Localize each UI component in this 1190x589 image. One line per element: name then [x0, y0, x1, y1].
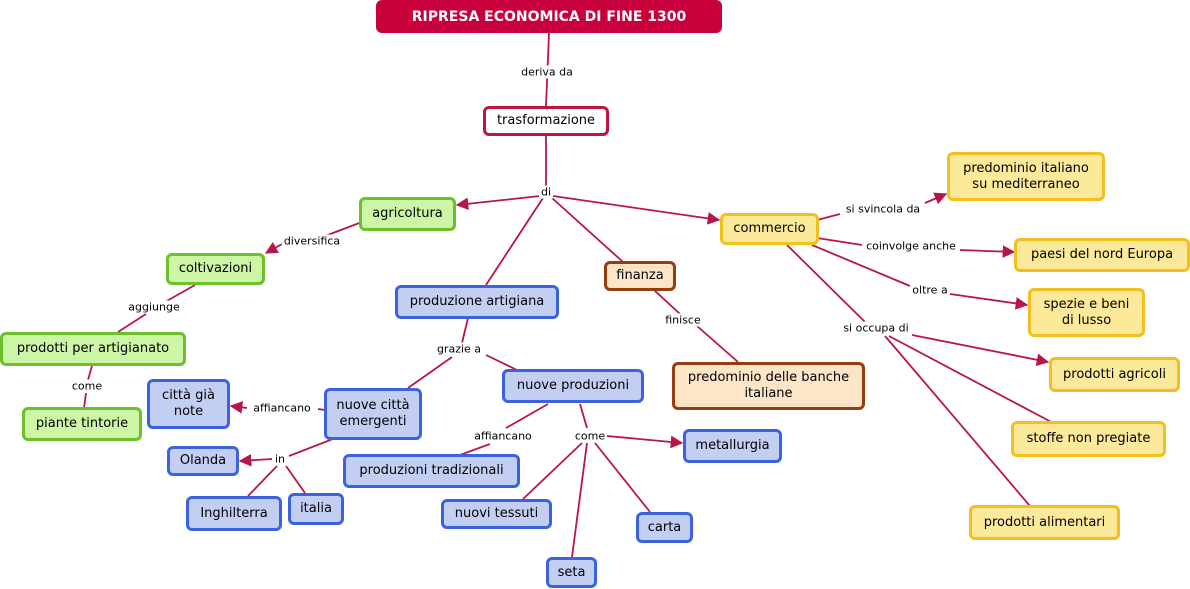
node-produzioni-tradizionali[interactable]: produzioni tradizionali: [343, 454, 520, 488]
label-si-svincola-da: si svincola da: [843, 202, 923, 216]
link-in-italia: [285, 465, 306, 494]
link-nuove-citta-affiancano: [317, 408, 326, 411]
node-trasformazione[interactable]: trasformazione: [483, 106, 609, 136]
link-svincola-predominio: [924, 192, 948, 205]
node-citta-gia-note[interactable]: città già note: [147, 379, 230, 429]
label-oltre-a: oltre a: [910, 283, 950, 297]
link-commercio-coinvolge: [816, 237, 863, 246]
link-affiancano-tradizionali: [459, 443, 491, 456]
node-olanda[interactable]: Olanda: [167, 446, 239, 476]
link-come-metallurgia: [606, 435, 684, 449]
link-nuove-produzioni-affiancano: [505, 403, 549, 429]
link-commercio-oltre: [811, 244, 911, 287]
node-agricoltura[interactable]: agricoltura: [359, 197, 456, 231]
node-inghilterra[interactable]: Inghilterra: [186, 496, 282, 531]
label-affiancano-2: affiancano: [472, 429, 534, 443]
label-si-occupa-di: si occupa di: [841, 321, 911, 335]
link-aggiunge-prodotti: [117, 313, 147, 333]
link-affiancano-citta-note: [229, 401, 248, 414]
label-diversifica: diversifica: [281, 234, 343, 248]
node-prodotti-alimentari[interactable]: prodotti alimentari: [969, 505, 1120, 540]
node-carta[interactable]: carta: [636, 512, 693, 543]
label-deriva-da: deriva da: [519, 65, 575, 79]
link-nuove-produzioni-come: [579, 403, 588, 429]
link-produzione-grazie: [461, 317, 469, 344]
link-diversifica-coltivazioni: [264, 241, 283, 254]
node-italia[interactable]: italia: [288, 493, 344, 525]
node-coltivazioni[interactable]: coltivazioni: [166, 253, 265, 285]
node-metallurgia[interactable]: metallurgia: [683, 429, 782, 463]
label-aggiunge: aggiunge: [126, 300, 182, 314]
label-finisce: finisce: [663, 313, 703, 327]
link-in-inghilterra: [247, 465, 278, 497]
label-come-1: come: [69, 379, 105, 393]
node-commercio[interactable]: commercio: [720, 213, 819, 245]
link-finanza-finisce: [653, 289, 681, 315]
label-grazie-a: grazie a: [434, 342, 484, 356]
node-prodotti-agricoli[interactable]: prodotti agricoli: [1049, 357, 1180, 392]
node-ripresa-economica[interactable]: RIPRESA ECONOMICA DI FINE 1300: [376, 0, 722, 33]
link-di-finanza: [551, 197, 624, 263]
link-coltivazioni-aggiunge: [164, 284, 196, 303]
link-nuove-citta-in: [288, 436, 339, 457]
label-di: di: [538, 185, 554, 199]
node-finanza[interactable]: finanza: [604, 261, 676, 291]
node-seta[interactable]: seta: [546, 557, 597, 588]
link-coinvolge-paesi: [959, 245, 1016, 258]
link-come-tessuti: [522, 442, 583, 500]
link-finisce-banche: [696, 325, 739, 363]
node-produzione-artigiana[interactable]: produzione artigiana: [395, 285, 559, 319]
link-come-piante: [83, 392, 87, 409]
link-prodotti-come: [87, 365, 93, 381]
node-predominio-banche[interactable]: predominio delle banche italiane: [672, 362, 865, 410]
node-piante-tintorie[interactable]: piante tintorie: [22, 407, 142, 441]
node-nuovi-tessuti[interactable]: nuovi tessuti: [441, 499, 552, 529]
link-come-carta: [594, 442, 651, 513]
link-grazie-nuove-citta: [407, 356, 453, 389]
node-predominio-italiano[interactable]: predominio italiano su mediterraneo: [947, 152, 1105, 201]
link-oltre-spezie: [949, 293, 1029, 310]
node-prodotti-artigianato[interactable]: prodotti per artigianato: [0, 332, 186, 366]
label-coinvolge-anche: coinvolge anche: [864, 239, 958, 253]
node-nuove-citta-emergenti[interactable]: nuove città emergenti: [324, 388, 422, 440]
label-come-2: come: [572, 429, 608, 443]
link-occupa-stoffe: [888, 335, 1056, 425]
link-agricoltura-diversifica: [324, 221, 363, 237]
link-di-produzione: [485, 197, 544, 286]
node-nuove-produzioni[interactable]: nuove produzioni: [502, 369, 644, 403]
node-paesi-nord-europa[interactable]: paesi del nord Europa: [1014, 238, 1190, 272]
link-come-seta: [571, 442, 588, 558]
link-di-commercio: [552, 195, 721, 225]
link-in-olanda: [238, 454, 273, 467]
node-stoffe-non-pregiate[interactable]: stoffe non pregiate: [1011, 421, 1166, 457]
link-grazie-nuove-produzioni: [485, 354, 518, 371]
link-commercio-occupa: [786, 244, 866, 323]
node-spezie-beni-lusso[interactable]: spezie e beni di lusso: [1028, 288, 1145, 337]
link-occupa-agricoli: [911, 334, 1050, 366]
label-in: in: [272, 452, 288, 466]
link-commercio-svincola: [816, 213, 841, 221]
link-di-agricoltura: [455, 195, 541, 211]
label-affiancano-1: affiancano: [251, 401, 313, 415]
link-occupa-alimentari: [884, 335, 1031, 507]
